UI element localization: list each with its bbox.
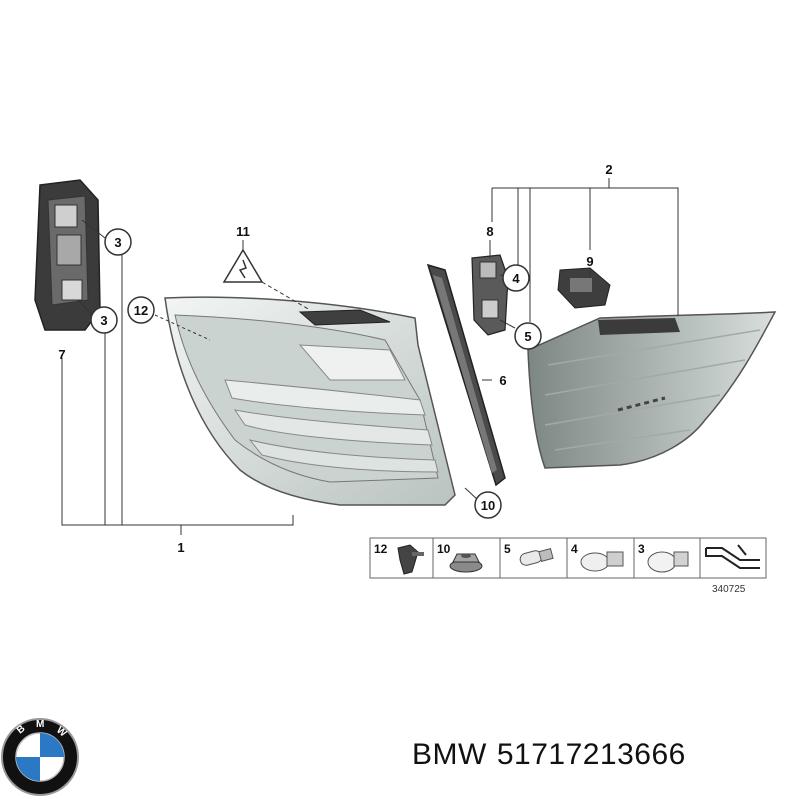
legend-label-3: 3 <box>638 542 645 556</box>
connector <box>557 267 611 309</box>
bulb-holder <box>471 254 509 336</box>
callout-4: 4 <box>502 264 530 292</box>
legend-label-12: 12 <box>374 542 388 556</box>
callout-11: 11 <box>236 224 250 239</box>
callout-7: 7 <box>58 347 65 362</box>
svg-text:3: 3 <box>114 235 121 250</box>
svg-text:M: M <box>36 719 44 730</box>
bulb-4-icon <box>580 551 624 572</box>
bulb-5-icon <box>519 548 554 566</box>
bulb-3-icon <box>647 551 689 573</box>
rear-light-outer <box>164 296 456 506</box>
diagram-code: 340725 <box>712 584 746 595</box>
svg-text:10: 10 <box>481 498 495 513</box>
bmw-logo: B M W <box>1 718 79 796</box>
callout-10: 10 <box>474 491 502 519</box>
part-label: BMW 51717213666 <box>412 738 696 772</box>
nut-icon <box>449 553 483 573</box>
svg-text:4: 4 <box>512 271 520 286</box>
legend-label-4: 4 <box>571 542 578 556</box>
callout-3-top: 3 <box>104 228 132 256</box>
legend-strip: 12 10 5 4 3 <box>369 537 767 595</box>
leader-lines <box>61 178 679 535</box>
callout-2: 2 <box>605 162 612 177</box>
bulb-carrier <box>34 179 101 331</box>
reference-arrow-icon <box>705 544 760 569</box>
svg-text:12: 12 <box>134 303 148 318</box>
svg-text:5: 5 <box>524 329 531 344</box>
callout-3-bottom: 3 <box>90 306 118 334</box>
callout-6: 6 <box>499 373 506 388</box>
warning-triangle-icon <box>222 248 264 283</box>
callout-5: 5 <box>514 322 542 350</box>
callout-8: 8 <box>486 224 493 239</box>
callout-12: 12 <box>127 296 155 324</box>
clip-icon <box>397 544 424 575</box>
legend-label-5: 5 <box>504 542 511 556</box>
svg-text:3: 3 <box>100 313 107 328</box>
legend-label-10: 10 <box>437 542 451 556</box>
brand-name: BMW <box>412 738 487 771</box>
callout-1: 1 <box>177 540 184 555</box>
part-number: 51717213666 <box>496 738 686 771</box>
gasket <box>426 263 506 487</box>
callout-9: 9 <box>586 254 593 269</box>
rear-light-inner <box>527 311 777 469</box>
